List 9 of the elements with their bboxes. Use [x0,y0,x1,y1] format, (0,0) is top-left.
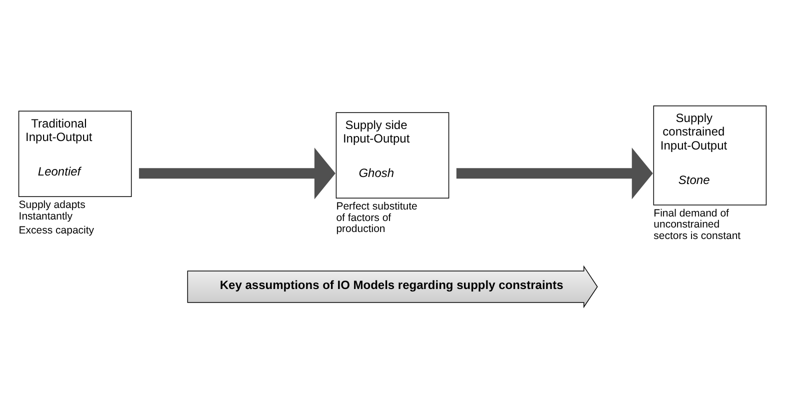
node-label: Supply adapts Instantantly [18,198,86,222]
arrow [138,147,336,199]
node-box: Traditional Input-Output Leontief [18,110,132,197]
node-label: Perfect substitute of factors of production [336,200,418,235]
node-box: Supply side Input-Output Ghosh [336,112,450,198]
arrow [456,147,653,199]
node-label: Excess capacity [18,224,94,236]
node-box: Supply constrained Input-Output Stone [653,105,767,205]
node-label: Final demand of unconstrained sectors is constant [654,206,741,242]
